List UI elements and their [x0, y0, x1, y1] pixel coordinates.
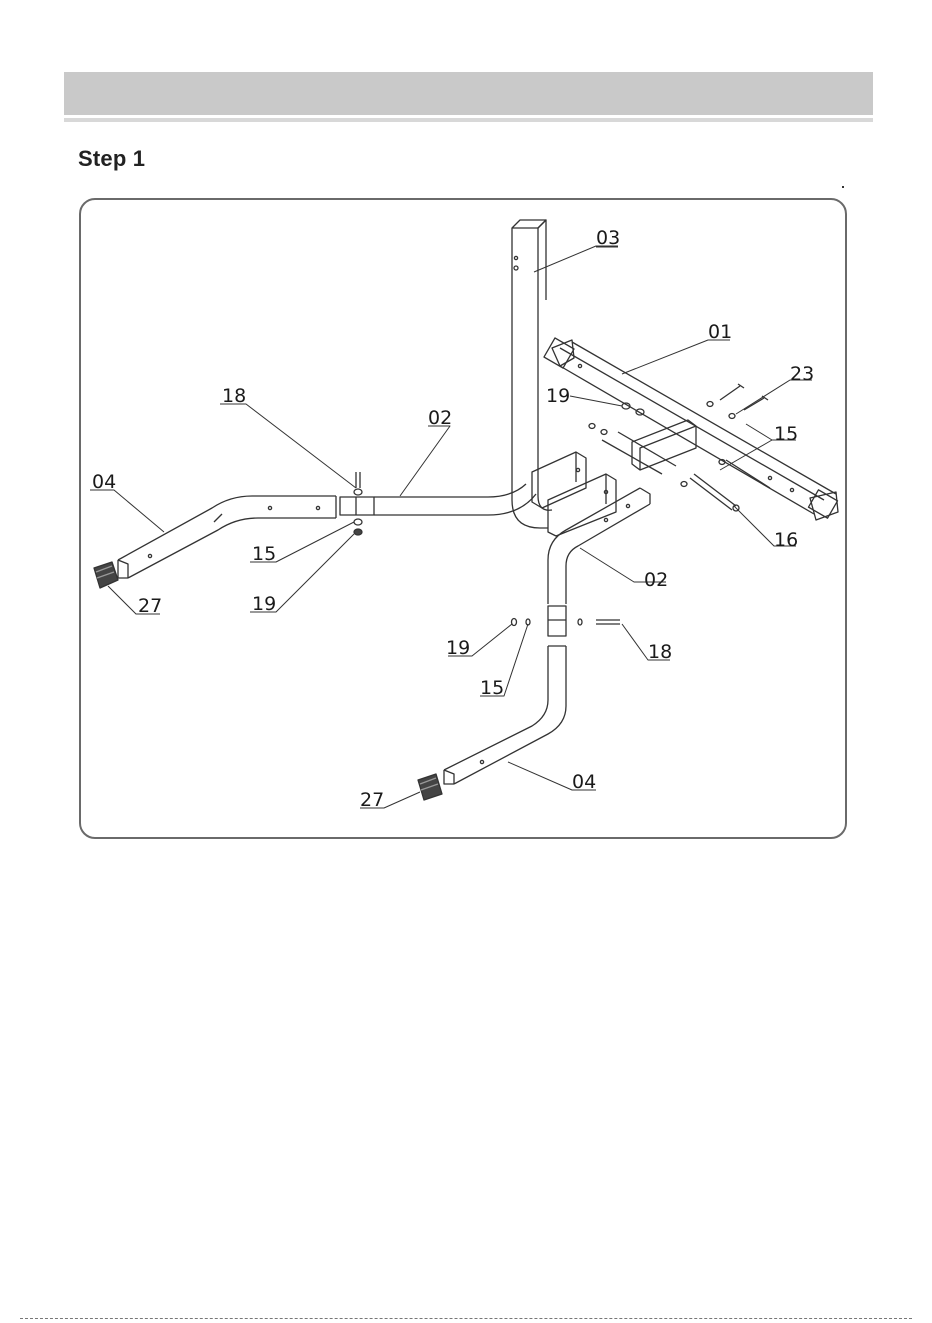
label-part-02-front: 02 — [644, 569, 668, 591]
part-04-front-foot-tube — [444, 646, 566, 784]
bolt-23 — [720, 384, 768, 410]
part-labels: 03 01 23 19 15 18 02 04 16 15 02 27 19 1… — [92, 227, 814, 811]
label-part-23: 23 — [790, 363, 814, 385]
label-part-18-left: 18 — [222, 385, 246, 407]
label-part-27-left: 27 — [138, 595, 162, 617]
label-part-01: 01 — [708, 321, 732, 343]
bolt-18-left — [354, 472, 362, 535]
foot-cap-27-left — [94, 562, 118, 588]
center-sleeve-brackets — [532, 452, 616, 536]
label-part-15-right: 15 — [774, 423, 798, 445]
label-part-04-front: 04 — [572, 771, 596, 793]
label-part-03: 03 — [596, 227, 620, 249]
footer-rule — [20, 1318, 912, 1320]
label-part-19-lower: 19 — [446, 637, 470, 659]
part-04-left-foot-tube — [118, 496, 336, 578]
label-part-02-left: 02 — [428, 407, 452, 429]
part-02-left-leg-tube — [340, 484, 536, 515]
label-part-16: 16 — [774, 529, 798, 551]
label-part-19-right: 19 — [546, 385, 570, 407]
label-part-27-front: 27 — [360, 789, 384, 811]
label-part-15-lower: 15 — [480, 677, 504, 699]
washers-19-15-right — [589, 402, 770, 489]
bolt-16 — [690, 474, 739, 511]
label-part-04-left: 04 — [92, 471, 116, 493]
label-part-15-left: 15 — [252, 543, 276, 565]
label-part-18-lower: 18 — [648, 641, 672, 663]
part-02-front-leg-tube — [548, 488, 650, 604]
lower-connector-sleeve — [548, 606, 566, 636]
foot-cap-27-front — [418, 774, 442, 800]
center-bracket-plate — [602, 420, 696, 474]
leader-lines — [90, 246, 812, 808]
label-part-19-left: 19 — [252, 593, 276, 615]
